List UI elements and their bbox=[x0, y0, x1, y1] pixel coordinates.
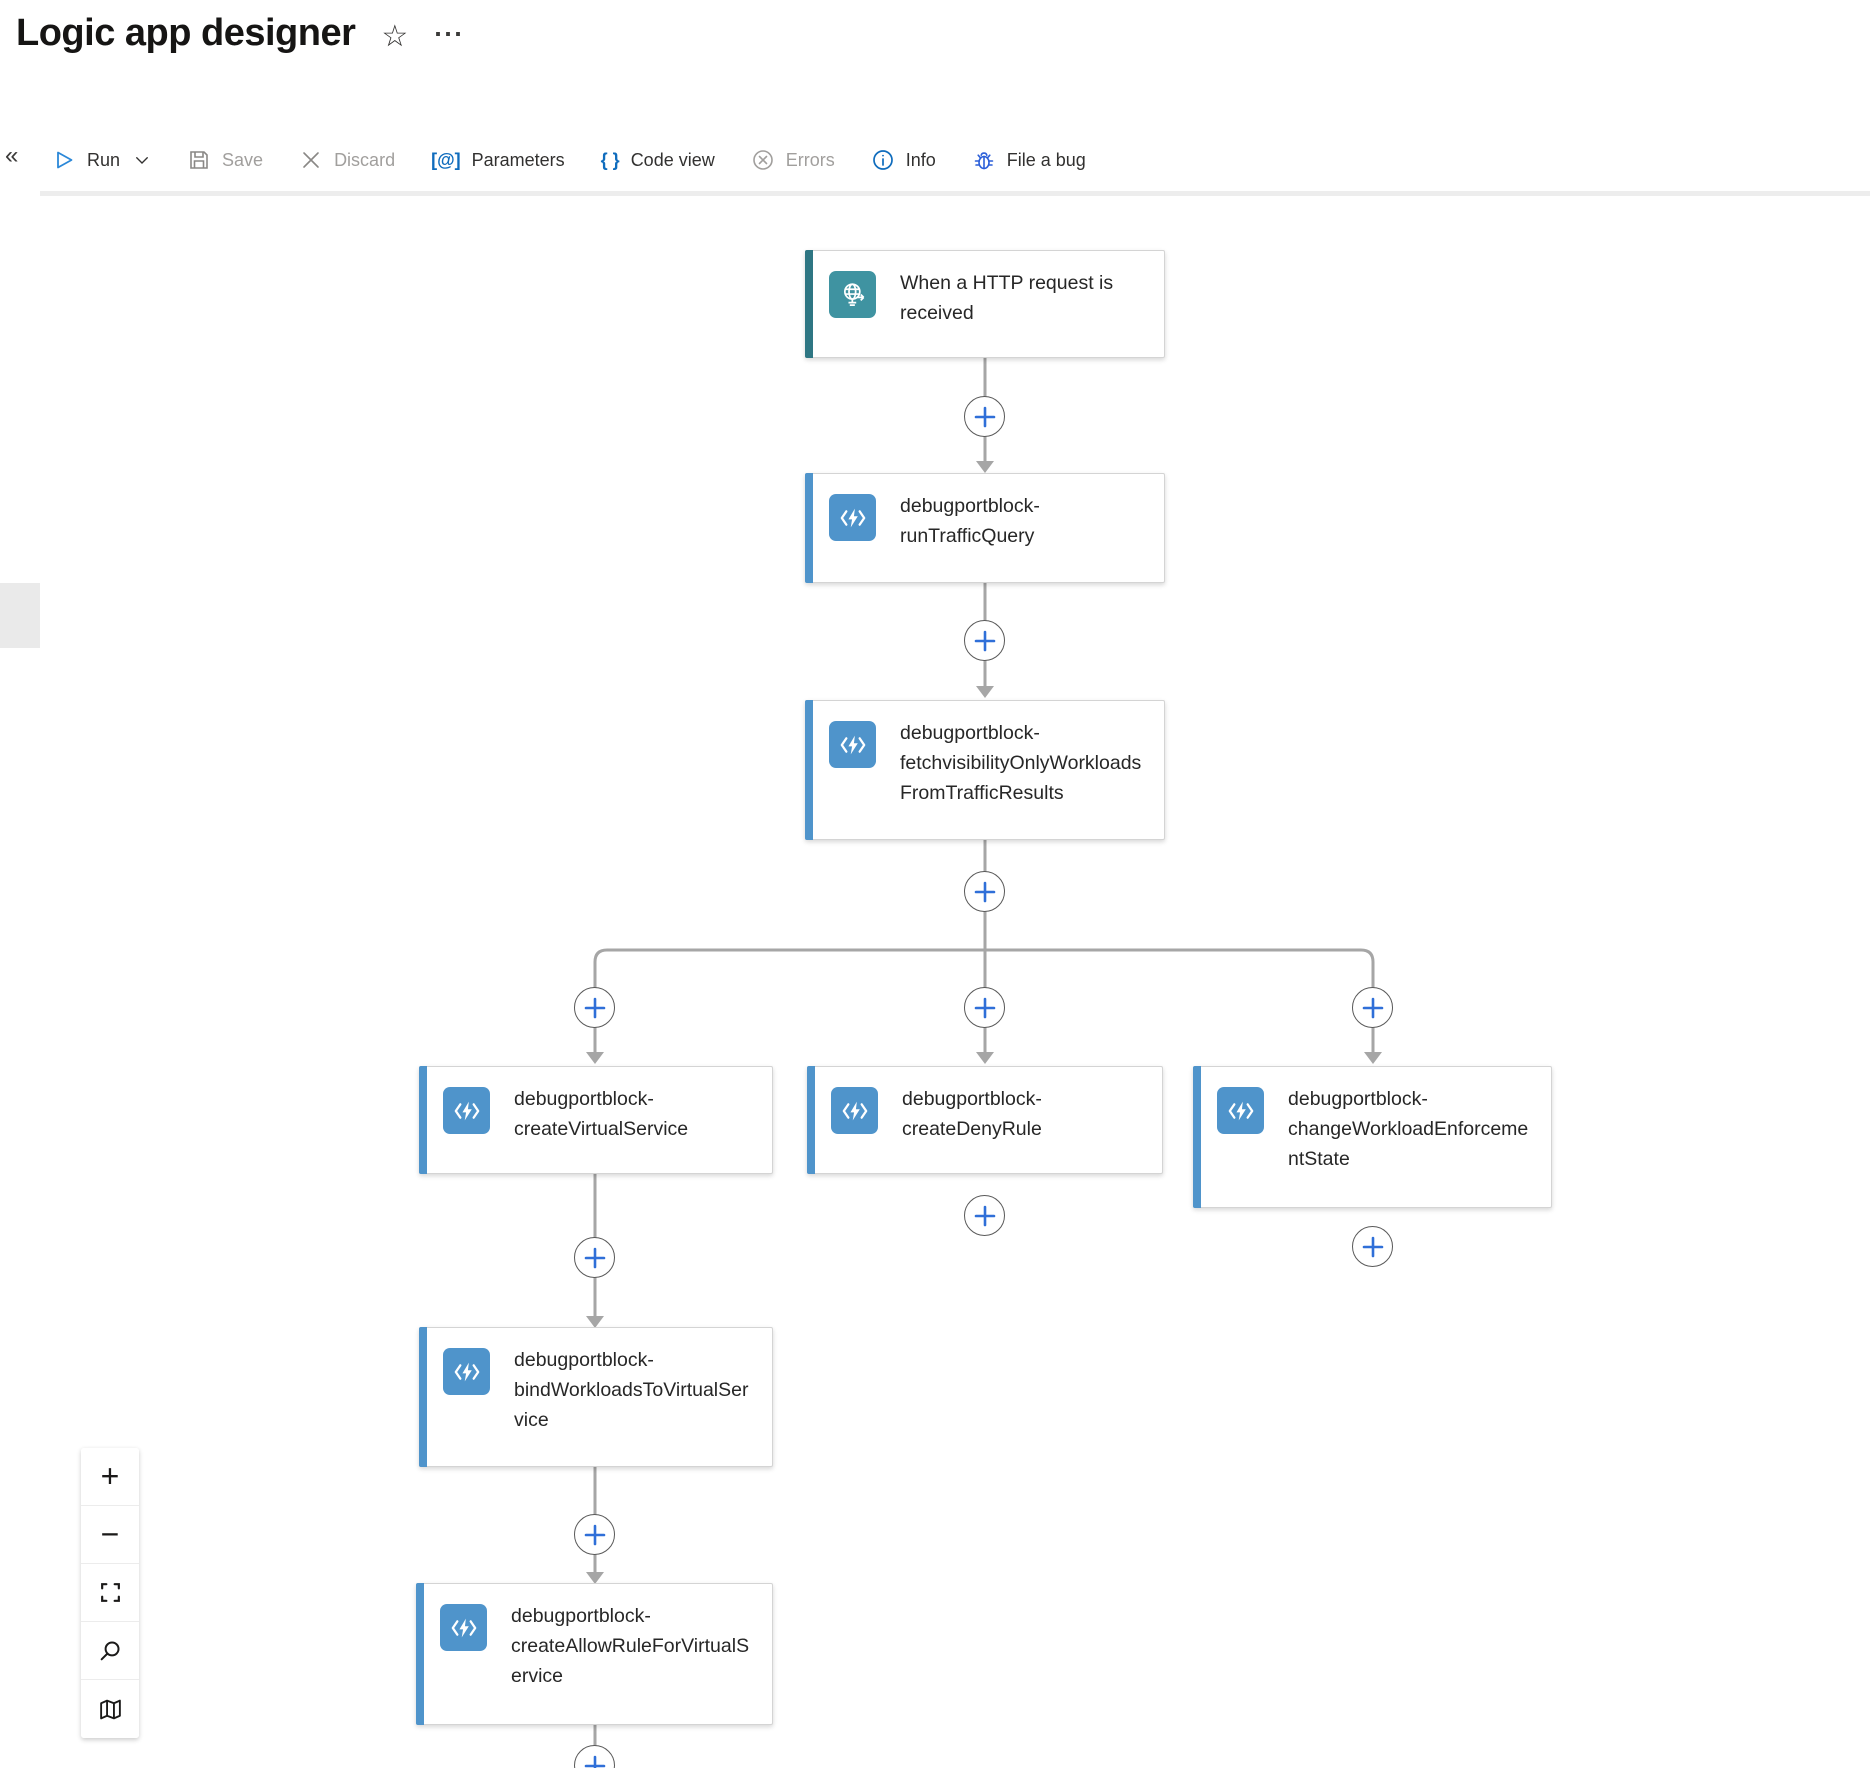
plus-icon bbox=[974, 630, 995, 651]
node-accent-bar bbox=[805, 700, 813, 840]
minimap-button[interactable] bbox=[81, 1680, 139, 1738]
plus-icon bbox=[584, 1524, 605, 1545]
workflow-node-create-deny-rule[interactable]: debugportblock-createDenyRule bbox=[807, 1066, 1163, 1174]
save-label: Save bbox=[222, 149, 264, 170]
parameters-label: Parameters bbox=[471, 149, 565, 170]
workflow-node-bind-workloads[interactable]: debugportblock-bindWorkloadsToVirtualSer… bbox=[419, 1327, 773, 1467]
discard-button[interactable]: Discard bbox=[299, 148, 395, 172]
function-bolt-icon bbox=[829, 494, 876, 541]
zoom-out-button[interactable]: − bbox=[81, 1506, 139, 1564]
fit-view-button[interactable] bbox=[81, 1564, 139, 1622]
node-label: debugportblock-bindWorkloadsToVirtualSer… bbox=[514, 1349, 749, 1431]
add-step-button[interactable] bbox=[574, 1237, 615, 1278]
run-button[interactable]: Run bbox=[52, 148, 151, 172]
plus-icon bbox=[974, 997, 995, 1018]
page-header: Logic app designer ☆ ··· bbox=[16, 12, 464, 55]
minus-icon: − bbox=[100, 1516, 120, 1552]
node-label: debugportblock-createVirtualService bbox=[514, 1088, 689, 1140]
more-options-icon[interactable]: ··· bbox=[434, 19, 465, 49]
add-step-button[interactable] bbox=[574, 1745, 615, 1768]
node-label: debugportblock-createDenyRule bbox=[902, 1088, 1042, 1140]
workflow-node-create-allow-rule[interactable]: debugportblock-createAllowRuleForVirtual… bbox=[416, 1583, 773, 1725]
node-label: debugportblock-fetchvisibilityOnlyWorklo… bbox=[900, 722, 1142, 804]
search-icon bbox=[100, 1641, 120, 1661]
node-accent-bar bbox=[419, 1327, 427, 1467]
plus-icon bbox=[974, 881, 995, 902]
node-accent-bar bbox=[1193, 1066, 1201, 1208]
info-button[interactable]: Info bbox=[871, 148, 936, 172]
workflow-node-run-traffic-query[interactable]: debugportblock-runTrafficQuery bbox=[805, 473, 1165, 583]
info-circle-icon bbox=[872, 150, 893, 170]
run-label: Run bbox=[87, 149, 121, 170]
function-bolt-icon bbox=[443, 1087, 490, 1134]
file-a-bug-button[interactable]: File a bug bbox=[972, 148, 1086, 172]
node-label: debugportblock-runTrafficQuery bbox=[900, 495, 1040, 547]
node-accent-bar bbox=[805, 250, 813, 358]
code-view-button[interactable]: { } Code view bbox=[601, 150, 715, 171]
search-button[interactable] bbox=[81, 1622, 139, 1680]
node-label: debugportblock-createAllowRuleForVirtual… bbox=[511, 1605, 750, 1687]
workflow-node-fetch-visibility-workloads[interactable]: debugportblock-fetchvisibilityOnlyWorklo… bbox=[805, 700, 1165, 840]
canvas-top-divider bbox=[40, 191, 1870, 196]
zoom-in-button[interactable]: + bbox=[81, 1448, 139, 1506]
add-step-button[interactable] bbox=[1352, 1226, 1393, 1267]
add-step-button[interactable] bbox=[964, 396, 1005, 437]
function-bolt-icon bbox=[443, 1348, 490, 1395]
errors-label: Errors bbox=[785, 149, 835, 170]
fit-view-icon bbox=[100, 1583, 120, 1602]
workflow-node-http-trigger[interactable]: When a HTTP request is received bbox=[805, 250, 1165, 358]
x-icon bbox=[303, 152, 319, 168]
discard-label: Discard bbox=[334, 149, 396, 170]
circle-x-icon bbox=[752, 150, 773, 170]
function-bolt-icon bbox=[829, 721, 876, 768]
favorite-star-icon[interactable]: ☆ bbox=[381, 20, 409, 53]
collapsed-side-panel-handle[interactable] bbox=[0, 583, 40, 648]
file-a-bug-label: File a bug bbox=[1006, 149, 1086, 170]
node-label: When a HTTP request is received bbox=[900, 272, 1114, 324]
plus-icon bbox=[1362, 1236, 1383, 1257]
plus-icon bbox=[584, 1247, 605, 1268]
node-accent-bar bbox=[419, 1066, 427, 1174]
code-braces-icon: { } bbox=[600, 149, 620, 170]
node-accent-bar bbox=[805, 473, 813, 583]
plus-icon bbox=[974, 406, 995, 427]
command-bar: Run Save Discard [@] Parameters { } Code… bbox=[52, 126, 1086, 194]
workflow-node-create-virtual-service[interactable]: debugportblock-createVirtualService bbox=[419, 1066, 773, 1174]
parameters-button[interactable]: [@] Parameters bbox=[431, 150, 565, 171]
errors-button[interactable]: Errors bbox=[751, 148, 835, 172]
plus-icon bbox=[1362, 997, 1383, 1018]
plus-icon bbox=[584, 1755, 605, 1768]
code-view-label: Code view bbox=[630, 149, 715, 170]
collapse-panel-button[interactable]: « bbox=[5, 142, 19, 169]
info-label: Info bbox=[905, 149, 936, 170]
chevron-down-icon[interactable] bbox=[133, 151, 151, 169]
function-bolt-icon bbox=[1217, 1087, 1264, 1134]
workflow-node-change-workload-enforcement[interactable]: debugportblock-changeWorkloadEnforcement… bbox=[1193, 1066, 1552, 1208]
plus-icon: + bbox=[100, 1458, 120, 1494]
node-accent-bar bbox=[416, 1583, 424, 1725]
add-step-button[interactable] bbox=[964, 871, 1005, 912]
node-accent-bar bbox=[807, 1066, 815, 1174]
add-step-button[interactable] bbox=[964, 620, 1005, 661]
add-step-button[interactable] bbox=[964, 987, 1005, 1028]
plus-icon bbox=[974, 1205, 995, 1226]
function-bolt-icon bbox=[440, 1604, 487, 1651]
add-step-button[interactable] bbox=[964, 1195, 1005, 1236]
save-icon bbox=[190, 151, 208, 169]
canvas-zoom-controls: + − bbox=[81, 1448, 139, 1738]
add-step-button[interactable] bbox=[574, 1514, 615, 1555]
node-label: debugportblock-changeWorkloadEnforcement… bbox=[1288, 1088, 1529, 1170]
add-step-button[interactable] bbox=[574, 987, 615, 1028]
minimap-icon bbox=[99, 1699, 121, 1719]
page-title: Logic app designer bbox=[16, 12, 356, 54]
save-button[interactable]: Save bbox=[187, 148, 263, 172]
parameters-icon: [@] bbox=[431, 149, 461, 170]
add-step-button[interactable] bbox=[1352, 987, 1393, 1028]
plus-icon bbox=[584, 997, 605, 1018]
play-icon bbox=[57, 151, 73, 169]
function-bolt-icon bbox=[831, 1087, 878, 1134]
bug-icon bbox=[974, 152, 994, 170]
http-globe-icon bbox=[829, 271, 876, 318]
